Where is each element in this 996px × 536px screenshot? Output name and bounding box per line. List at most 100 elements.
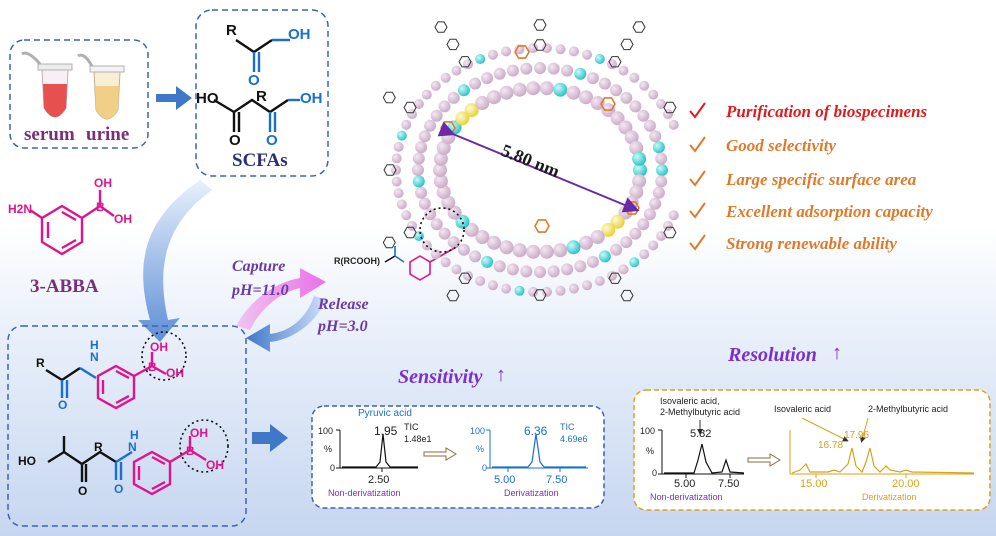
scfa-r1: R xyxy=(226,22,237,39)
cof-atom xyxy=(649,130,662,143)
cof-atom xyxy=(475,96,490,110)
cof-atom xyxy=(598,250,611,263)
der2-r: R xyxy=(94,440,103,454)
cof-atom xyxy=(618,264,629,275)
cof-boronic-site-icon xyxy=(534,219,550,233)
cof-atom xyxy=(598,77,611,90)
der1-r: R xyxy=(36,356,45,370)
sens-after-tick-1: 7.50 xyxy=(546,474,568,486)
abba-b: B xyxy=(96,200,105,214)
cof-atom xyxy=(656,99,667,109)
res-before-caption: Non-derivatization xyxy=(650,492,723,502)
res-before-peak: 5.82 xyxy=(690,428,712,440)
cof-atom xyxy=(526,244,541,259)
sensitivity-label: Sensitivity xyxy=(398,366,483,388)
cof-atom xyxy=(618,65,629,76)
arrow-to-scfa xyxy=(156,86,192,110)
cof-atom xyxy=(629,227,642,240)
cof-atom xyxy=(457,243,470,256)
cof-linker-icon xyxy=(403,101,417,114)
serum-label: serum xyxy=(24,124,75,145)
cof-atom xyxy=(656,164,668,176)
der1-o: O xyxy=(58,398,68,412)
res-after-p1: 16.78 xyxy=(818,440,844,451)
sens-before-caption: Non-derivatization xyxy=(328,488,401,498)
cof-atom xyxy=(514,285,525,296)
scfa-ho: HO xyxy=(196,90,219,107)
cof-atom xyxy=(424,208,437,221)
cof-atom xyxy=(652,186,665,199)
scfa-oh2: OH xyxy=(300,90,323,107)
cof-atom xyxy=(506,263,519,276)
cof-linker-icon xyxy=(533,19,547,31)
res-after-axes xyxy=(789,430,974,478)
cof-atom xyxy=(512,243,527,258)
cof-boronic-site-icon xyxy=(514,45,530,59)
cof-linker-icon xyxy=(632,21,646,33)
cof-atom xyxy=(463,59,473,70)
sens-after-tic-value: 4.69e6 xyxy=(560,434,588,444)
der1-oh1: OH xyxy=(150,340,168,354)
feature-0: Purification of biospecimens xyxy=(726,102,928,121)
cof-atom xyxy=(415,141,428,154)
res-after-c1: Isovaleric acid xyxy=(774,404,832,414)
res-before-compound-1: Isovaleric acid, xyxy=(660,396,720,406)
scfa-label: SCFAs xyxy=(232,150,288,171)
resolution-up-icon: ↑ xyxy=(832,342,842,364)
cof-atom xyxy=(568,46,579,57)
cof-atom xyxy=(506,64,519,77)
release-label: Release xyxy=(318,296,369,313)
sens-before-peak: 1.95 xyxy=(374,424,398,438)
cof-atom xyxy=(663,220,673,231)
cof-atom xyxy=(440,257,451,268)
res-after-tick-1: 20.00 xyxy=(892,478,920,490)
scfa-box xyxy=(195,9,329,177)
cof-atom xyxy=(447,236,460,249)
cof-atom xyxy=(501,46,512,57)
cof-linker-icon xyxy=(434,21,448,33)
cof-atom xyxy=(493,260,506,273)
cof-atom xyxy=(520,62,533,75)
cof-atom xyxy=(455,214,470,229)
cof-atom xyxy=(668,210,679,221)
cof-atom xyxy=(586,255,599,268)
cof-atom xyxy=(547,265,560,278)
cof-atom xyxy=(629,100,642,113)
binding-site-circle xyxy=(419,207,465,253)
cof-atom xyxy=(463,270,473,281)
cof-atom xyxy=(430,80,441,91)
resolution-label: Resolution xyxy=(728,344,817,366)
cof-atom xyxy=(579,90,593,105)
der2-n: N xyxy=(128,440,137,454)
cof-atom xyxy=(632,151,647,166)
cof-linker-icon xyxy=(608,56,622,68)
res-after-tick-0: 15.00 xyxy=(800,478,828,490)
cof-atom xyxy=(528,286,539,297)
cof-linker-icon xyxy=(446,38,460,51)
capture-arrow xyxy=(236,268,326,330)
cof-atom xyxy=(440,72,451,83)
abba-label: 3-ABBA xyxy=(30,276,99,297)
res-after-caption: Derivatization xyxy=(862,492,917,502)
resolution-panel xyxy=(633,389,991,511)
sens-before-trace xyxy=(342,433,418,468)
cof-atom xyxy=(652,141,665,154)
cof-linker-icon xyxy=(533,39,547,51)
cof-atom xyxy=(418,130,431,143)
cof-atom xyxy=(469,77,482,90)
cof-atom xyxy=(648,89,659,100)
der2-o1: O xyxy=(78,484,88,498)
feature-3: Excellent adsorption capacity xyxy=(726,202,933,221)
sens-after-axes xyxy=(486,429,588,472)
cof-atom xyxy=(499,240,514,255)
cof-atom xyxy=(582,280,593,291)
scfa-o1: O xyxy=(248,72,260,89)
cof-atom xyxy=(539,244,554,259)
cof-atom xyxy=(586,72,599,85)
boronic-circle-2 xyxy=(179,419,229,473)
cof-linker-icon xyxy=(608,272,622,284)
res-convert-arrow xyxy=(747,453,781,467)
abba-oh1: OH xyxy=(94,176,112,190)
cof-atom xyxy=(487,235,501,250)
cof-linker-icon xyxy=(458,56,472,68)
